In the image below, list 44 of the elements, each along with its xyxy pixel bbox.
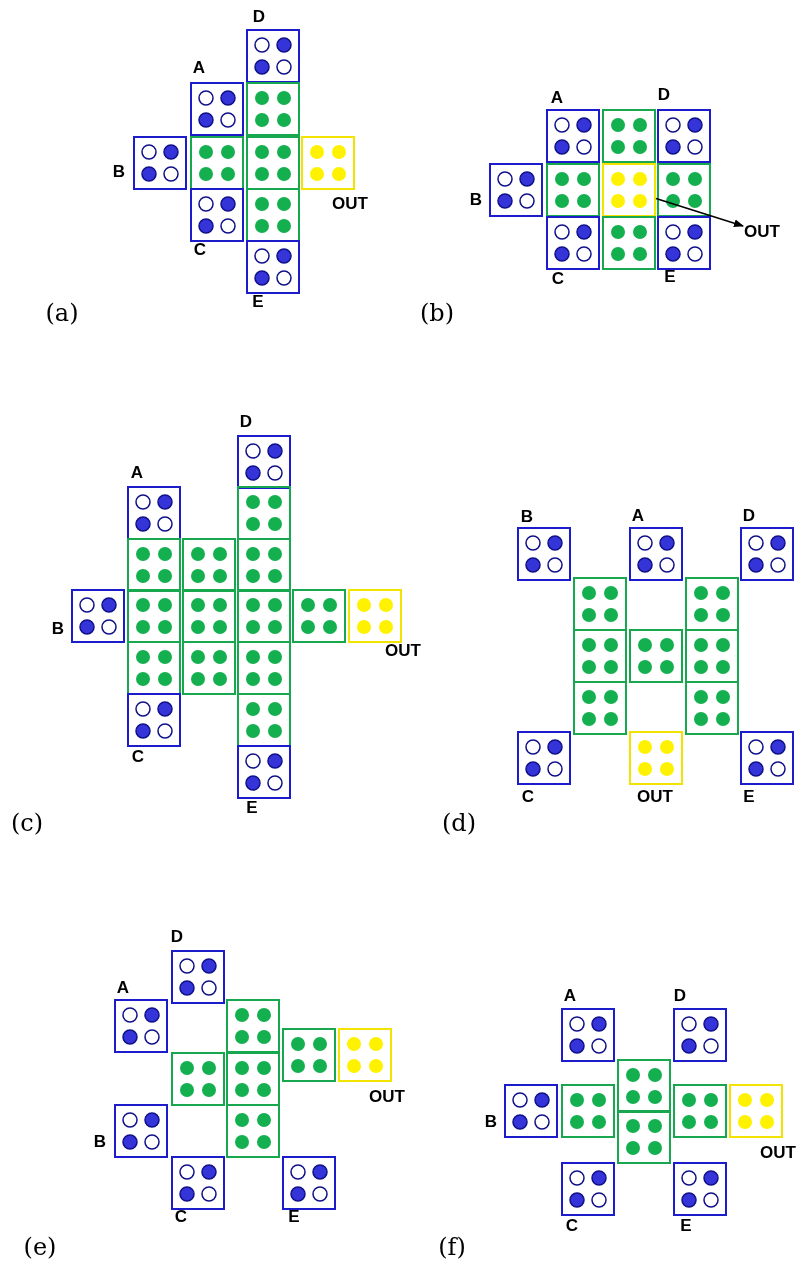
input-label: B — [93, 1132, 107, 1152]
input-label: C — [131, 747, 145, 767]
input-label: D — [673, 986, 687, 1006]
input-label: A — [192, 58, 206, 78]
input-label: E — [246, 798, 258, 818]
output-label: OUT — [332, 194, 368, 214]
input-label: B — [484, 1112, 498, 1132]
arrow — [655, 197, 744, 228]
panel-label: (c) — [10, 809, 44, 837]
input-label: A — [130, 463, 144, 483]
panel-label: (d) — [441, 809, 477, 837]
output-label: OUT — [385, 641, 421, 661]
input-label: D — [170, 927, 184, 947]
input-label: B — [469, 190, 483, 210]
input-label: D — [252, 7, 266, 27]
panel-label: (e) — [23, 1233, 57, 1261]
output-label: OUT — [637, 787, 673, 807]
input-label: A — [116, 978, 130, 998]
input-label: C — [174, 1207, 188, 1227]
output-label: OUT — [369, 1087, 405, 1107]
output-label: OUT — [760, 1143, 796, 1163]
input-label: C — [193, 240, 207, 260]
input-label: E — [743, 787, 755, 807]
input-label: B — [520, 507, 534, 527]
output-cell-drawing — [602, 163, 656, 217]
input-label: E — [680, 1216, 692, 1236]
input-label: E — [288, 1207, 300, 1227]
input-label: A — [563, 986, 577, 1006]
panel-label: (f) — [438, 1233, 466, 1261]
input-label: B — [112, 162, 126, 182]
panel-label: (a) — [45, 299, 79, 327]
input-label: E — [252, 292, 264, 312]
input-label: A — [550, 88, 564, 108]
input-label: C — [521, 787, 535, 807]
output-label: OUT — [744, 222, 780, 242]
input-label: D — [239, 412, 253, 432]
input-label: C — [551, 269, 565, 289]
input-label: E — [664, 267, 676, 287]
input-label: B — [51, 619, 65, 639]
input-label: D — [657, 85, 671, 105]
input-label: C — [565, 1216, 579, 1236]
input-label: D — [742, 506, 756, 526]
panel-label: (b) — [419, 299, 455, 327]
input-label: A — [631, 506, 645, 526]
